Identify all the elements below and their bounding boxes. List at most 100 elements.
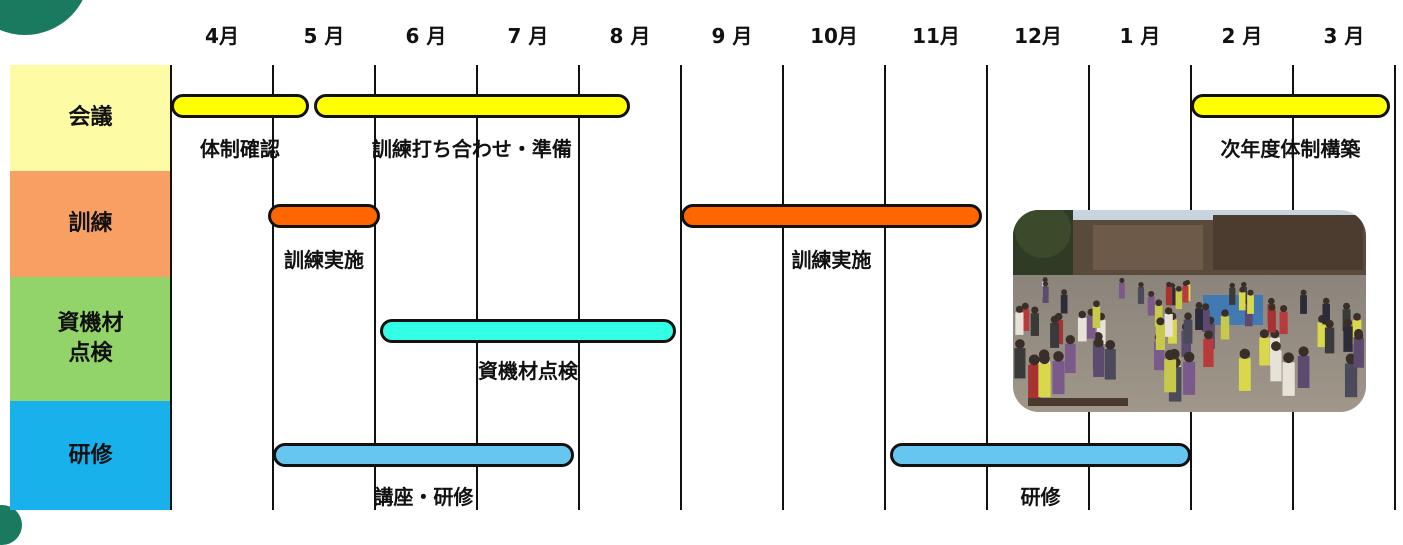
corner-badge: [0, 0, 90, 35]
crowd-person-head: [1325, 319, 1334, 329]
crowd-person: [1092, 306, 1101, 328]
schedule-bar: [313, 94, 630, 118]
schedule-bar: [380, 319, 676, 343]
crowd-person: [1137, 286, 1145, 304]
crowd-person-head: [1202, 303, 1210, 311]
crowd-person-head: [1184, 312, 1192, 321]
crowd-person: [1087, 315, 1096, 339]
schedule-bar: [1191, 94, 1390, 118]
crowd-person-head: [1166, 281, 1172, 288]
crowd-person-head: [1042, 277, 1048, 283]
crowd-person: [1165, 286, 1172, 304]
crowd-person-head: [1165, 307, 1173, 315]
crowd-person: [1203, 338, 1214, 368]
crowd-person: [1229, 287, 1236, 305]
month-label: 9 月: [711, 24, 753, 48]
crowd-person: [1353, 339, 1364, 368]
crowd-person-head: [1105, 339, 1116, 350]
crowd-person: [1164, 313, 1173, 337]
schedule-bar-label: 研修: [1020, 485, 1061, 509]
crowd-person-head: [1065, 334, 1075, 345]
schedule-bar: [890, 443, 1191, 467]
month-gridline: [170, 65, 172, 510]
crowd-person-head: [1061, 289, 1068, 296]
category-label: 会議: [10, 65, 171, 171]
crowd-person: [1153, 341, 1165, 371]
schedule-bar-label: 訓練打ち合わせ・準備: [371, 137, 572, 161]
crowd-person: [1324, 327, 1335, 354]
crowd-person-head: [1078, 310, 1087, 319]
crowd-person-head: [1015, 339, 1025, 349]
crowd-person-head: [1093, 337, 1104, 348]
crowd-person-head: [1183, 351, 1195, 363]
crowd-person-head: [1031, 306, 1039, 314]
photo-bench: [1028, 398, 1128, 406]
crowd-person-head: [1280, 305, 1288, 313]
schedule-bar-label: 次年度体制構築: [1220, 137, 1361, 161]
crowd-person: [1014, 348, 1026, 379]
crowd-person-head: [1241, 281, 1247, 288]
month-label: 7 月: [507, 24, 549, 48]
crowd-person-head: [1138, 281, 1144, 288]
crowd-person-head: [1021, 302, 1029, 310]
crowd-person: [1238, 358, 1251, 391]
crowd-person: [1259, 337, 1270, 366]
crowd-person-head: [1156, 317, 1165, 326]
crowd-person-head: [1042, 281, 1049, 287]
month-label: 6 月: [405, 24, 447, 48]
crowd-person: [1118, 282, 1125, 299]
crowd-person-head: [1203, 330, 1213, 340]
crowd-person: [1317, 322, 1327, 348]
crowd-person-head: [1164, 349, 1176, 361]
crowd-person-head: [1271, 341, 1281, 352]
crowd-person: [1220, 316, 1230, 340]
category-label: 資機材 点検: [10, 277, 171, 401]
crowd-person: [1270, 350, 1282, 382]
category-label: 研修: [10, 401, 171, 510]
crowd-person: [1297, 355, 1310, 388]
crowd-person: [1183, 361, 1196, 395]
crowd-person-head: [1039, 353, 1050, 365]
month-label: 12月: [1014, 24, 1062, 48]
crowd-person: [1343, 326, 1353, 352]
crowd-person: [1183, 319, 1193, 344]
crowd-person: [1021, 309, 1030, 331]
crowd-person: [1093, 346, 1105, 377]
crowd-person-head: [1119, 277, 1125, 284]
crowd-person: [1042, 286, 1049, 303]
crowd-person: [1155, 324, 1166, 351]
crowd-person-head: [1247, 289, 1254, 296]
crowd-person: [1052, 360, 1065, 395]
schedule-bar: [681, 204, 982, 228]
training-photo: [1013, 210, 1366, 412]
crowd-person-head: [1283, 352, 1294, 364]
month-gridline: [476, 65, 478, 510]
crowd-person: [1279, 311, 1288, 335]
crowd-person-head: [1175, 285, 1182, 292]
crowd-person-head: [1093, 300, 1100, 308]
crowd-person-head: [1053, 351, 1064, 362]
month-label: 5 月: [303, 24, 345, 48]
crowd-person: [1322, 303, 1330, 325]
crowd-person-head: [1322, 297, 1330, 305]
month-gridline: [884, 65, 886, 510]
crowd-person-head: [1298, 346, 1309, 357]
crowd-person: [1030, 313, 1039, 336]
crowd-person-head: [1343, 318, 1353, 327]
month-gridline: [578, 65, 580, 510]
crowd-person: [1169, 288, 1176, 306]
category-label: 訓練: [10, 171, 171, 277]
crowd-person: [1050, 323, 1060, 348]
crowd-person: [1247, 295, 1254, 314]
crowd-person-head: [1148, 290, 1155, 297]
crowd-person-head: [1028, 354, 1040, 366]
crowd-person-head: [1229, 282, 1236, 289]
crowd-person: [1201, 309, 1210, 332]
month-label: 4月: [205, 24, 239, 48]
crowd-person-head: [1221, 309, 1229, 317]
crowd-person-head: [1268, 297, 1275, 305]
schedule-bar: [273, 443, 574, 467]
corner-badge-bottom: [0, 505, 22, 545]
crowd-person: [1181, 330, 1192, 357]
crowd-person: [1238, 292, 1246, 311]
